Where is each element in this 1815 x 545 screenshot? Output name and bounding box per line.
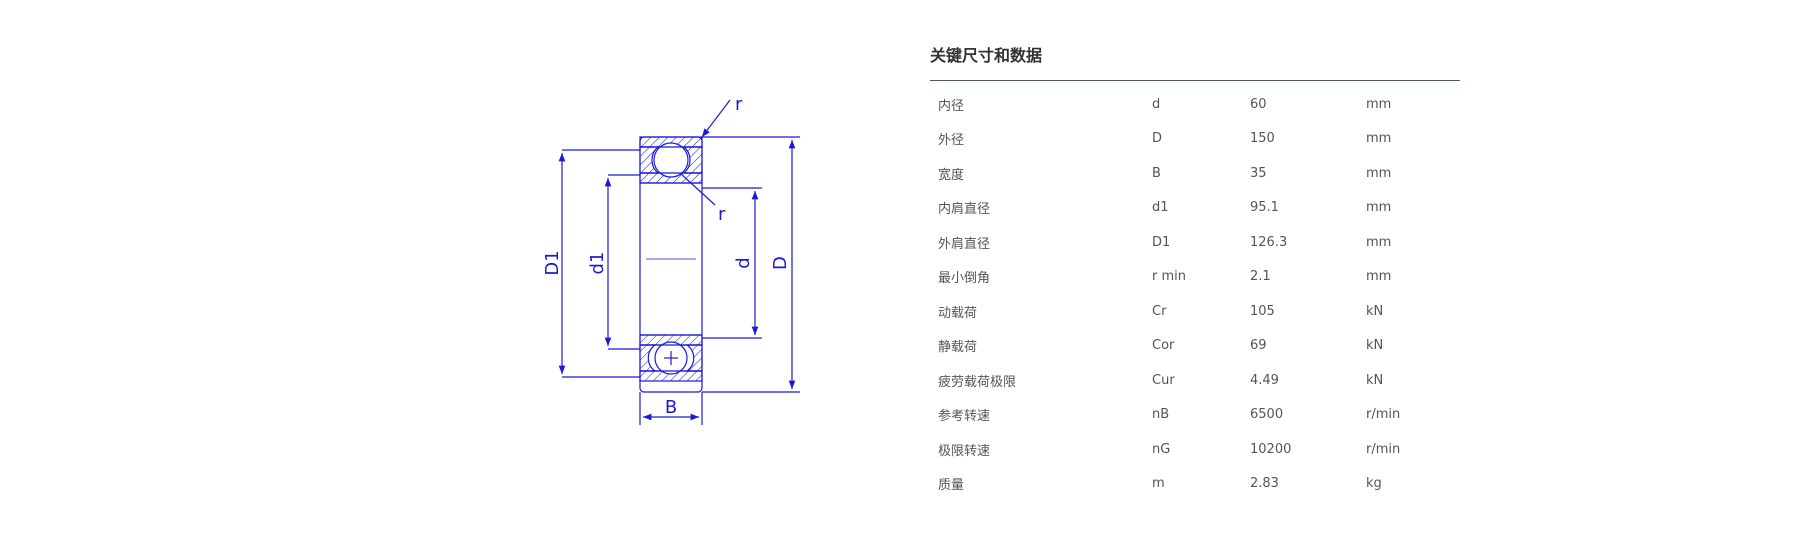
table-row: 最小倒角 r min 2.1 mm (930, 260, 1460, 295)
table-row: 参考转速 nB 6500 r/min (930, 398, 1460, 433)
spec-name: 内肩直径 (938, 202, 991, 218)
table-row: 内径 d 60 mm (930, 87, 1460, 122)
spec-symbol: nB (1152, 407, 1170, 423)
spec-value: 105 (1250, 303, 1275, 319)
spec-name: 最小倒角 (938, 271, 991, 287)
label-B: B (665, 397, 677, 418)
spec-symbol: d (1152, 96, 1161, 112)
spec-unit: kg (1366, 476, 1382, 492)
specs-table: 内径 d 60 mm 外径 D 150 mm 宽度 B 35 mm (930, 87, 1460, 501)
table-row: 疲劳载荷极限 Cur 4.49 kN (930, 363, 1460, 398)
specs-title: 关键尺寸和数据 (930, 40, 1460, 81)
top-ball (653, 142, 689, 178)
spec-value: 4.49 (1250, 372, 1279, 388)
spec-name: 外径 (938, 133, 965, 149)
spec-value: 6500 (1250, 407, 1284, 423)
spec-symbol: Cor (1152, 338, 1175, 354)
label-r-top: r (735, 95, 743, 115)
chamfer-r-top-leader (701, 99, 731, 138)
spec-value: 60 (1250, 96, 1267, 112)
spec-symbol: m (1152, 476, 1165, 492)
spec-symbol: D (1152, 131, 1163, 147)
table-row: 动载荷 Cr 105 kN (930, 294, 1460, 329)
table-row: 宽度 B 35 mm (930, 156, 1460, 191)
spec-name: 质量 (938, 478, 965, 494)
bearing-diagram-svg: r r D1 d1 d D B (542, 95, 800, 425)
spec-name: 外肩直径 (938, 236, 991, 252)
spec-value: 126.3 (1250, 234, 1288, 250)
spec-unit: mm (1366, 96, 1392, 112)
spec-value: 150 (1250, 131, 1275, 147)
spec-unit: mm (1366, 200, 1392, 216)
table-row: 质量 m 2.83 kg (930, 467, 1460, 502)
spec-symbol: D1 (1152, 234, 1171, 250)
spec-value: 69 (1250, 338, 1267, 354)
key-dimensions-panel: 关键尺寸和数据 内径 d 60 mm 外径 D 150 mm 宽度 B (930, 40, 1460, 501)
spec-value: 2.1 (1250, 269, 1271, 285)
spec-unit: kN (1366, 372, 1384, 388)
spec-name: 疲劳载荷极限 (938, 374, 1017, 390)
spec-name: 宽度 (938, 167, 965, 183)
spec-unit: mm (1366, 165, 1392, 181)
label-d: d (733, 257, 754, 268)
bottom-ring-section (639, 334, 703, 382)
table-row: 外径 D 150 mm (930, 122, 1460, 157)
spec-symbol: B (1152, 165, 1161, 181)
label-d1: d1 (587, 252, 608, 275)
spec-name: 内径 (938, 98, 965, 114)
table-row: 静载荷 Cor 69 kN (930, 329, 1460, 364)
spec-name: 参考转速 (938, 409, 991, 425)
spec-value: 2.83 (1250, 476, 1279, 492)
table-row: 外肩直径 D1 126.3 mm (930, 225, 1460, 260)
spec-symbol: Cur (1152, 372, 1175, 388)
top-ring-section (639, 136, 703, 184)
spec-unit: mm (1366, 131, 1392, 147)
spec-name: 动载荷 (938, 305, 978, 321)
spec-symbol: d1 (1152, 200, 1169, 216)
label-D: D (770, 256, 791, 270)
spec-unit: kN (1366, 303, 1384, 319)
spec-symbol: Cr (1152, 303, 1167, 319)
spec-value: 95.1 (1250, 200, 1279, 216)
label-D1: D1 (542, 250, 563, 275)
chamfer-r-inner-leader (679, 172, 716, 206)
spec-unit: r/min (1366, 441, 1401, 457)
table-row: 内肩直径 d1 95.1 mm (930, 191, 1460, 226)
spec-unit: r/min (1366, 407, 1401, 423)
spec-symbol: r min (1152, 269, 1186, 285)
spec-unit: mm (1366, 269, 1392, 285)
spec-value: 10200 (1250, 441, 1292, 457)
spec-symbol: nG (1152, 441, 1171, 457)
spec-unit: mm (1366, 234, 1392, 250)
specs-table-body: 内径 d 60 mm 外径 D 150 mm 宽度 B 35 mm (930, 87, 1460, 501)
table-row: 极限转速 nG 10200 r/min (930, 432, 1460, 467)
spec-unit: kN (1366, 338, 1384, 354)
bearing-cross-section-diagram: r r D1 d1 d D B (540, 95, 820, 440)
spec-value: 35 (1250, 165, 1267, 181)
label-r-inner: r (718, 204, 726, 225)
spec-name: 极限转速 (938, 443, 991, 459)
spec-name: 静载荷 (938, 340, 978, 356)
